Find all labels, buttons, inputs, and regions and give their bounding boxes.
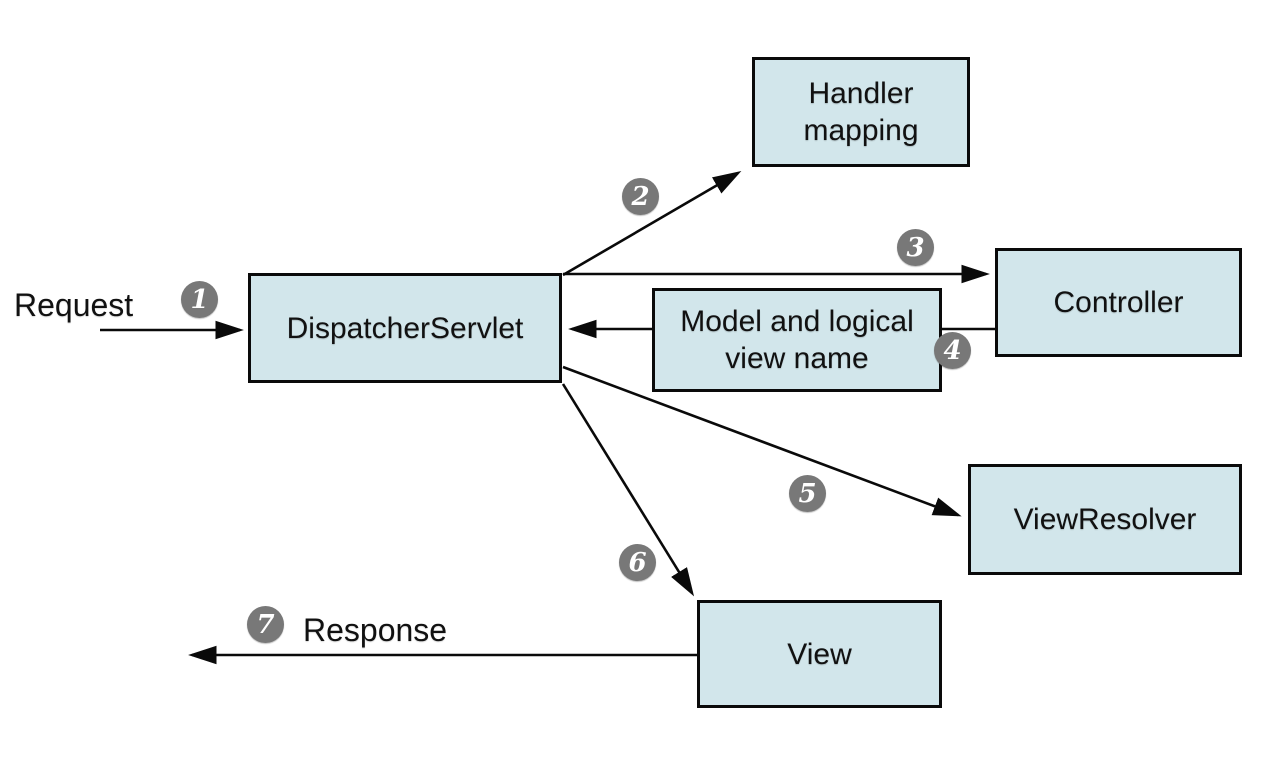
model-and-logical-view-name-label: Model and logical view name [680, 305, 914, 375]
controller-box: Controller [995, 248, 1242, 357]
arrow-2-dispatcher-to-handler-mapping [562, 171, 742, 277]
view-resolver-label: ViewResolver [1013, 503, 1197, 536]
request-label: Request [14, 287, 134, 323]
dispatcher-servlet-label: DispatcherServlet [286, 311, 524, 345]
controller-label: Controller [1053, 286, 1184, 319]
step-badge-2: 2 [622, 178, 659, 215]
step-badge-1: 1 [181, 281, 218, 318]
step-badge-7: 7 [247, 606, 284, 643]
step-badge-3: 3 [897, 229, 934, 266]
arrow-5-dispatcher-to-viewresolver [562, 365, 962, 517]
step-badge-6: 6 [619, 544, 656, 581]
view-label: View [787, 637, 852, 671]
model-and-logical-view-name-box: Model and logical view name [652, 288, 942, 392]
handler-mapping-label: Handler mapping [803, 77, 919, 147]
view-box: View [697, 600, 942, 708]
view-resolver-box: ViewResolver [968, 464, 1242, 575]
arrow-6-dispatcher-to-view [561, 383, 695, 597]
handler-mapping-box: Handler mapping [752, 57, 970, 167]
step-badge-4: 4 [934, 332, 971, 369]
response-label: Response [303, 612, 448, 648]
dispatcher-servlet-box: DispatcherServlet [248, 273, 562, 383]
step-badge-5: 5 [789, 475, 826, 512]
